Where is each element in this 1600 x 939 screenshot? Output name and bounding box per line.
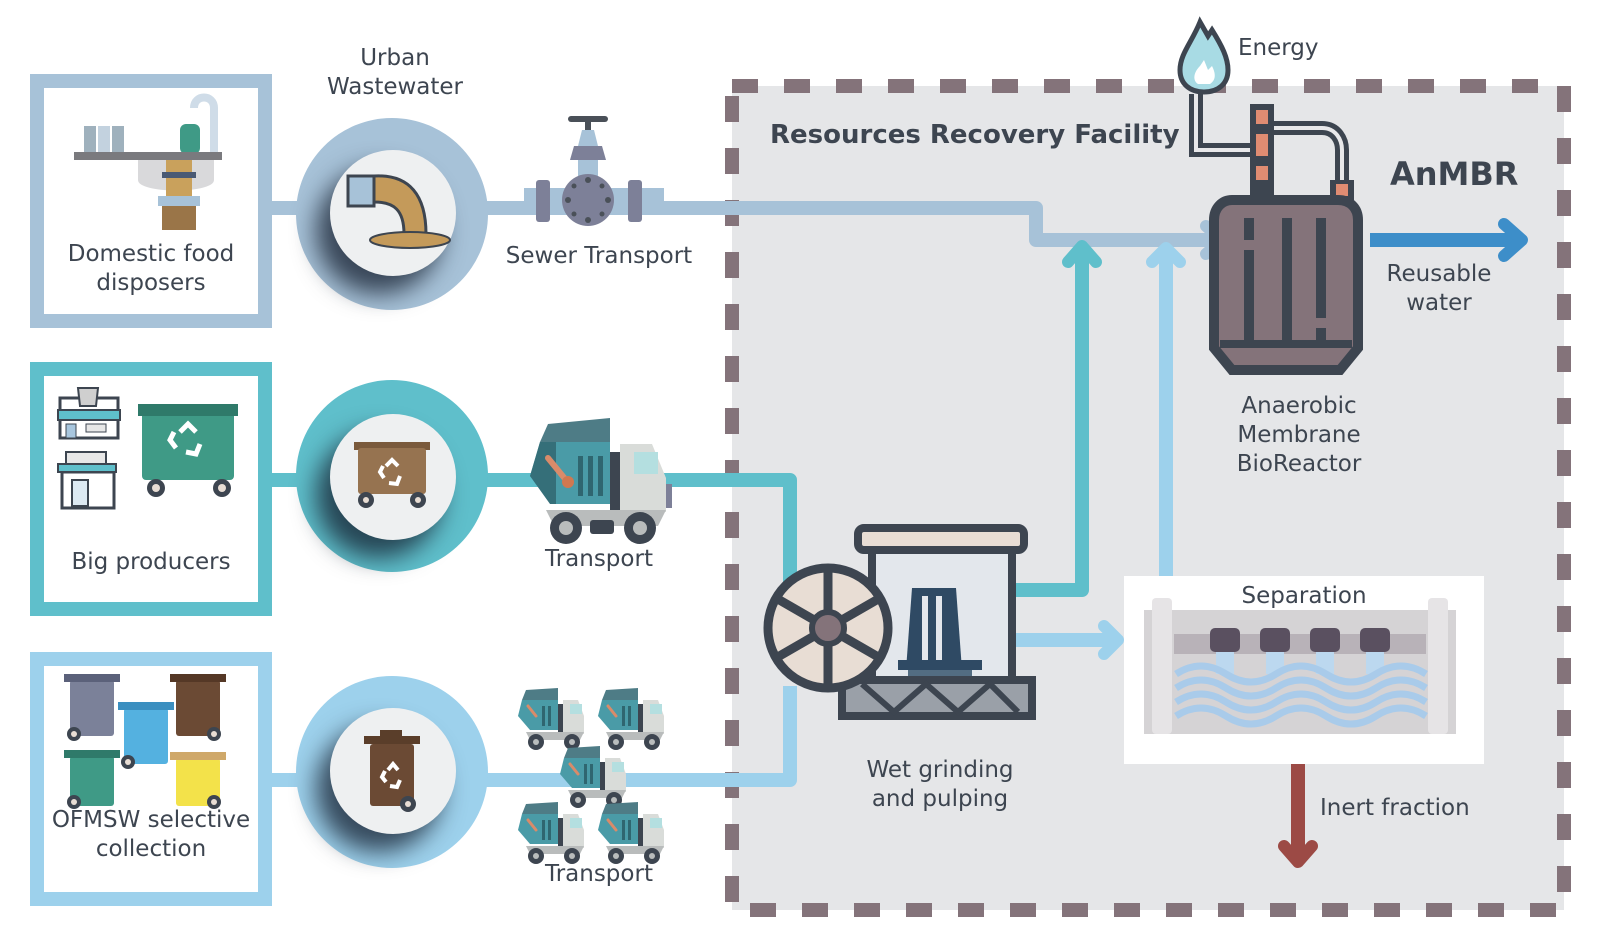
separation-label: Separation xyxy=(1241,583,1367,609)
energy-flame-icon xyxy=(1177,16,1231,95)
garbage-truck-icon xyxy=(530,418,672,544)
wet-grinding-label: Wet grinding and pulping xyxy=(866,757,1014,812)
transport-label-sewer: Sewer Transport xyxy=(505,243,693,269)
shops-and-dumpster-icon xyxy=(57,387,238,510)
anmbr-label: AnMBR xyxy=(1390,155,1519,193)
anmbr-full-label: Anaerobic Membrane BioReactor xyxy=(1236,393,1362,477)
facility-title: Resources Recovery Facility xyxy=(770,120,1180,150)
source-box-domestic xyxy=(30,74,272,328)
source-label-big-producers: Big producers xyxy=(71,549,231,575)
sewage-pipe-icon xyxy=(346,174,451,249)
garbage-truck-fleet-icon xyxy=(516,686,666,866)
stream-circle-inner-wastewater xyxy=(330,150,456,276)
urban-wastewater-label: Urban Wastewater xyxy=(326,45,464,100)
pulp-to-anmbr-line xyxy=(1010,246,1089,597)
sewer-valve-icon xyxy=(524,116,664,226)
source-label-ofmsw: OFMSW selective collection xyxy=(51,807,251,862)
separation-tank-icon xyxy=(1144,598,1456,734)
source-label-domestic: Domestic food disposers xyxy=(67,241,235,296)
brown-dumpster-icon xyxy=(354,442,430,508)
inert-fraction-label: Inert fraction xyxy=(1320,795,1470,821)
transport-label-truck: Transport xyxy=(545,546,653,572)
reusable-water-label: Reusable water xyxy=(1386,261,1492,316)
brown-bin-icon xyxy=(364,730,420,812)
kitchen-sink-disposer-icon xyxy=(74,93,222,230)
resources-recovery-facility-area xyxy=(732,86,1564,910)
wet-grinder-icon xyxy=(763,524,1036,720)
transport-label-fleet: Transport xyxy=(545,861,653,887)
energy-label: Energy xyxy=(1238,35,1319,61)
anmbr-reactor-icon xyxy=(1209,195,1363,375)
colored-recycling-bins-icon xyxy=(64,674,226,809)
